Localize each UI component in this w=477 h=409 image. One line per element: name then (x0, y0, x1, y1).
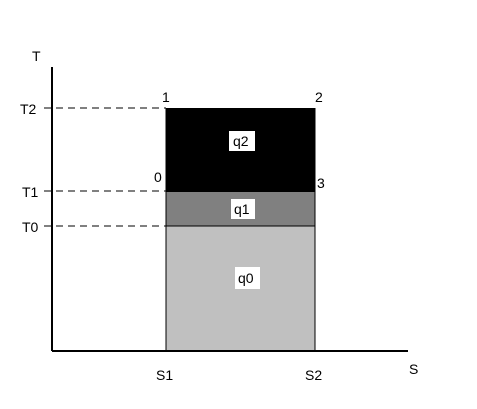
point-label-2: 2 (315, 89, 323, 105)
region-label-q1: q1 (234, 201, 250, 217)
tick-label-t2: T2 (20, 101, 37, 117)
x-axis-label: S (409, 361, 418, 377)
region-label-q2: q2 (233, 133, 249, 149)
point-label-3: 3 (317, 175, 325, 191)
tick-label-s2: S2 (305, 367, 322, 383)
y-axis-label: T (32, 48, 41, 64)
region-label-box-q1 (231, 199, 255, 219)
region-label-q0: q0 (238, 270, 254, 286)
region-label-box-q0 (235, 267, 260, 289)
point-label-1: 1 (162, 89, 170, 105)
tick-label-t1: T1 (22, 184, 39, 200)
region-label-box-q2 (229, 131, 255, 151)
point-label-0: 0 (154, 169, 162, 185)
tick-label-t0: T0 (22, 219, 39, 235)
tick-label-s1: S1 (156, 367, 173, 383)
